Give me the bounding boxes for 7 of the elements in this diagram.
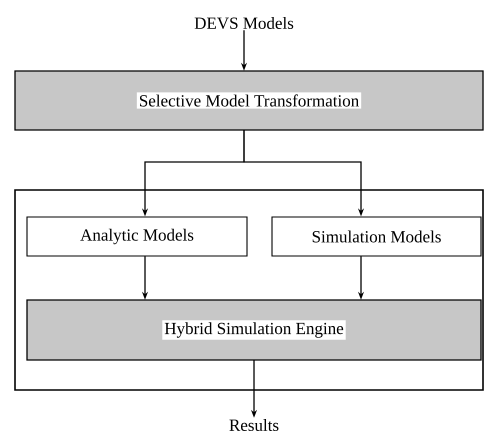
process-box: Hybrid Simulation Engine: [26, 299, 482, 361]
label-text: DEVS Models: [194, 16, 294, 30]
group-frame: [14, 189, 484, 391]
process-box: Selective Model Transformation: [14, 70, 484, 131]
model-box: Analytic Models: [26, 216, 248, 257]
model-box: Simulation Models: [271, 216, 482, 257]
label-text: Results: [229, 419, 278, 431]
